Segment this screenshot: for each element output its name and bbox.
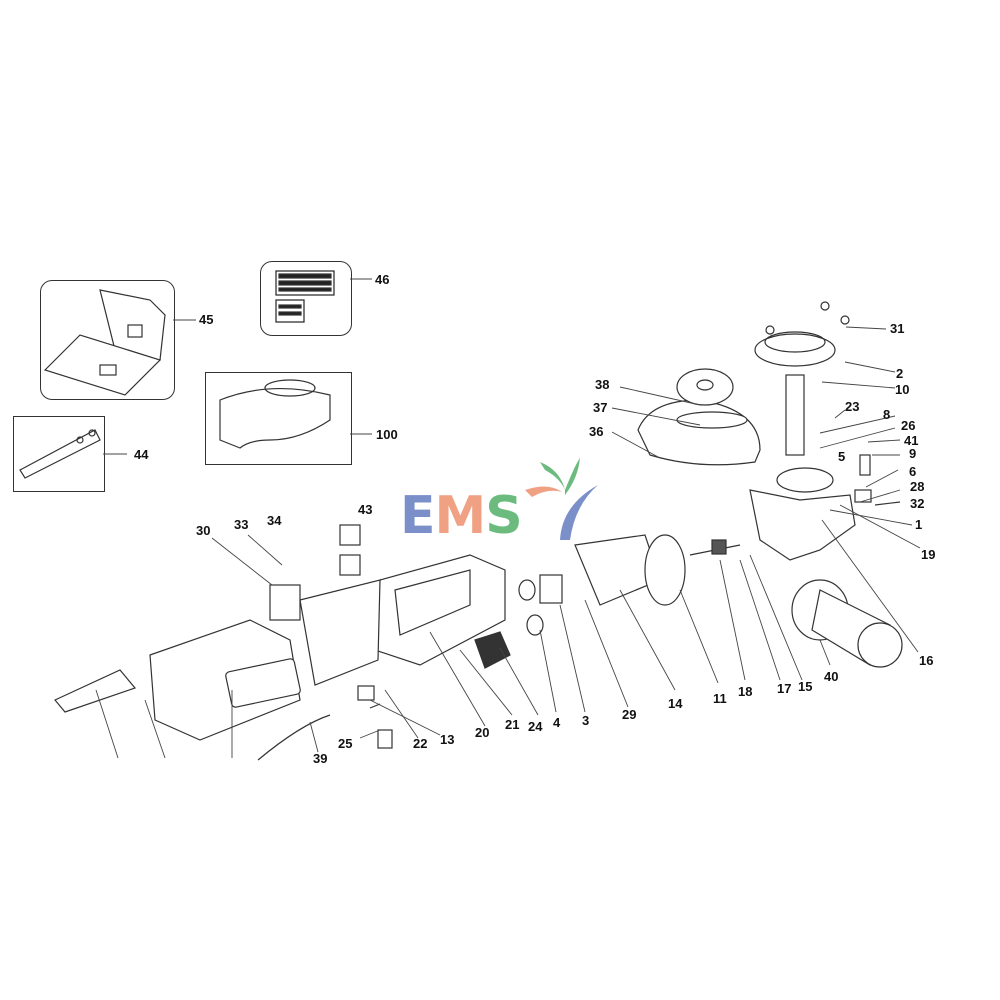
callout-1: 1 <box>915 517 923 532</box>
callout-46: 46 <box>375 272 390 287</box>
callout-29: 29 <box>622 707 637 722</box>
motor-armature-icon <box>518 534 741 636</box>
logo-letter-s: S <box>485 486 522 546</box>
callout-25: 25 <box>338 736 353 751</box>
carrying-case-icon <box>43 289 166 396</box>
callout-15: 15 <box>798 679 813 694</box>
callout-20: 20 <box>475 725 490 740</box>
side-handle-icon <box>791 579 903 668</box>
ems-watermark: EMS <box>400 490 523 542</box>
gear-head-icon <box>749 301 901 561</box>
callout-36: 36 <box>589 424 604 439</box>
callout-6: 6 <box>909 464 917 479</box>
callout-43: 43 <box>358 502 373 517</box>
callout-100: 100 <box>376 427 398 442</box>
callout-33: 33 <box>234 517 249 532</box>
ems-logo-swoosh-icon <box>525 458 598 540</box>
spanner-icon <box>19 429 101 479</box>
callout-2: 2 <box>896 366 904 381</box>
callout-8: 8 <box>883 407 891 422</box>
logo-letter-e: E <box>400 486 436 546</box>
leader-lines <box>95 278 921 759</box>
callout-18: 18 <box>738 684 753 699</box>
callout-30: 30 <box>196 523 211 538</box>
callout-45: 45 <box>199 312 214 327</box>
callout-34: 34 <box>267 513 282 528</box>
callout-19: 19 <box>921 547 936 562</box>
callout-31: 31 <box>890 321 905 336</box>
callout-28: 28 <box>910 479 925 494</box>
callout-16: 16 <box>919 653 934 668</box>
callout-41: 41 <box>904 433 919 448</box>
callout-23: 23 <box>845 399 860 414</box>
callout-13: 13 <box>440 732 455 747</box>
callout-4: 4 <box>553 715 561 730</box>
callout-10: 10 <box>895 382 910 397</box>
callout-21: 21 <box>505 717 520 732</box>
wheel-guard-icon <box>637 368 761 466</box>
callout-14: 14 <box>668 696 683 711</box>
callout-37: 37 <box>593 400 608 415</box>
guard-assembly-icon <box>219 379 331 449</box>
callout-17: 17 <box>777 681 792 696</box>
callout-38: 38 <box>595 377 610 392</box>
label-plate-icon <box>275 270 335 323</box>
callout-32: 32 <box>910 496 925 511</box>
motor-housing-icon <box>299 554 511 686</box>
callout-40: 40 <box>824 669 839 684</box>
callout-22: 22 <box>413 736 428 751</box>
callout-11: 11 <box>713 691 727 706</box>
callout-39: 39 <box>313 751 328 766</box>
logo-letter-m: M <box>434 486 487 546</box>
callout-26: 26 <box>901 418 916 433</box>
callout-3: 3 <box>582 713 590 728</box>
callout-5: 5 <box>838 449 846 464</box>
callout-44: 44 <box>134 447 149 462</box>
callout-9: 9 <box>909 446 917 461</box>
callout-24: 24 <box>528 719 543 734</box>
rear-housing-icon <box>54 524 393 761</box>
